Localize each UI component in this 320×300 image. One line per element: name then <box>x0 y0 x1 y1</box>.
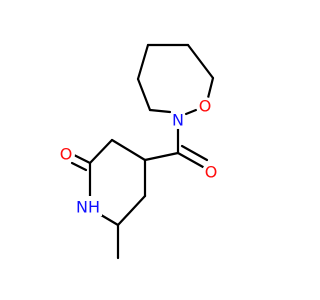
bond-ring7-c5-c6 <box>136 77 152 112</box>
atom-n-ring7: N <box>169 111 187 130</box>
atom-o-ring7-symbol: O <box>199 97 212 116</box>
bond-layer <box>70 43 215 260</box>
atom-o-amide-symbol: O <box>205 163 218 182</box>
bond-ring7-o-n <box>184 108 198 116</box>
atom-label-layer: N O O O NH <box>57 97 220 217</box>
atom-o-lactam: O <box>57 145 75 164</box>
atom-o-amide: O <box>202 163 220 182</box>
atom-nh-lactam-symbol: NH <box>76 198 100 217</box>
bond-ring7-n-c5 <box>148 108 172 114</box>
bond-ring7-c3-o <box>206 76 215 100</box>
bond-carbonyl-o-2 <box>180 144 209 162</box>
bond-ring7-c2-c3 <box>186 43 215 80</box>
atom-n-ring7-symbol: N <box>172 111 184 130</box>
atom-o-lactam-symbol: O <box>60 145 73 164</box>
bond-lactam-o-2 <box>70 161 88 172</box>
bond-carbonyl-o-1 <box>176 151 205 169</box>
bond-pip-c3-c2 <box>88 138 114 165</box>
bond-ring7-c6-c1 <box>136 43 150 81</box>
bond-lactam-o-1 <box>72 153 92 165</box>
bond-carbonyl-c4 <box>143 151 180 162</box>
atom-o-ring7: O <box>196 97 214 116</box>
bond-pip-c4-c3 <box>110 138 147 162</box>
bond-pip-c6-c5 <box>116 194 147 227</box>
atom-nh-lactam: NH <box>76 196 102 217</box>
molecule-structure-diagram: N O O O NH <box>57 43 220 260</box>
